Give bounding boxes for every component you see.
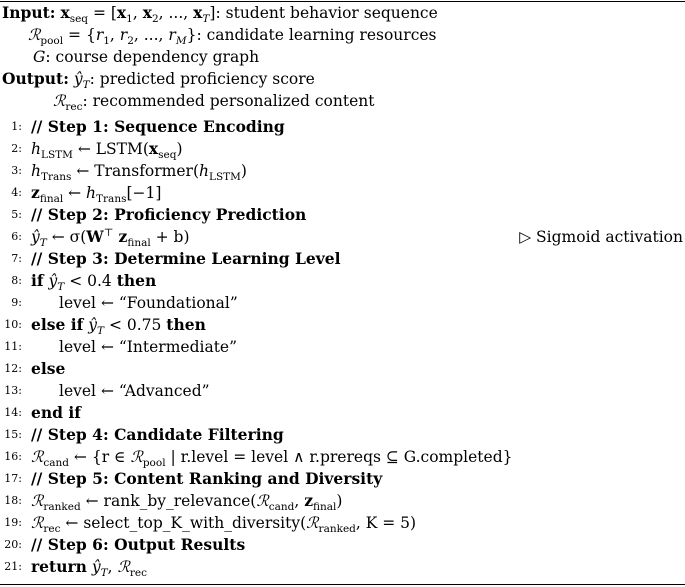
line-number: 5: bbox=[11, 208, 22, 221]
algorithm-line: 10: else if ŷT < 0.75 then bbox=[0, 314, 685, 336]
input-line-1-desc: : student behavior sequence bbox=[215, 4, 438, 22]
algorithm-line: 12: else bbox=[0, 358, 685, 380]
bottom-rule bbox=[0, 584, 685, 585]
statement: ℛrec ← select_top_K_with_diversity(ℛrank… bbox=[31, 514, 417, 536]
output-line-2: ℛrec: recommended personalized content bbox=[0, 90, 685, 112]
algorithm-line: 20: // Step 6: Output Results bbox=[0, 534, 685, 556]
input-r-pool-math: ℛpool = {r1, r2, ..., rM} bbox=[28, 26, 197, 48]
algorithm-line: 8: if ŷT < 0.4 then bbox=[0, 270, 685, 292]
algorithm-line: 5: // Step 2: Proficiency Prediction bbox=[0, 204, 685, 226]
algorithm-line: 19: ℛrec ← select_top_K_with_diversity(ℛr… bbox=[0, 512, 685, 534]
input-line-3-desc: : course dependency graph bbox=[45, 48, 260, 66]
step-comment: // Step 2: Proficiency Prediction bbox=[31, 205, 307, 224]
statement: return ŷT, ℛrec bbox=[31, 557, 147, 580]
algorithm-line: 15: // Step 4: Candidate Filtering bbox=[0, 424, 685, 446]
algorithm-line: 14: end if bbox=[0, 402, 685, 424]
algorithm-line: 3: hTrans ← Transformer(hLSTM) bbox=[0, 160, 685, 182]
line-number: 12: bbox=[4, 362, 22, 375]
line-number: 4: bbox=[11, 186, 22, 199]
line-number: 15: bbox=[4, 428, 22, 441]
algorithm-line: 16: ℛcand ← {r ∈ ℛpool | r.level = level … bbox=[0, 446, 685, 468]
statement: end if bbox=[31, 403, 81, 422]
step-comment: // Step 1: Sequence Encoding bbox=[31, 117, 285, 136]
line-number: 2: bbox=[11, 142, 22, 155]
algorithm-line: 7: // Step 3: Determine Learning Level bbox=[0, 248, 685, 270]
line-number: 18: bbox=[4, 494, 22, 507]
output-r-rec-math: ℛrec bbox=[53, 92, 83, 114]
algorithm-line: 13: level ← “Advanced” bbox=[0, 380, 685, 402]
line-number: 1: bbox=[11, 120, 22, 133]
algorithm-line: 17: // Step 5: Content Ranking and Divers… bbox=[0, 468, 685, 490]
line-number: 10: bbox=[4, 318, 22, 331]
input-line-2: ℛpool = {r1, r2, ..., rM}: candidate lea… bbox=[0, 24, 685, 46]
algorithm-line: 6: ŷT ← σ(W⊤ zfinal + b) ▷ Sigmoid activat… bbox=[0, 226, 685, 248]
statement: ℛranked ← rank_by_relevance(ℛcand, zfina… bbox=[31, 491, 343, 514]
line-number: 3: bbox=[11, 164, 22, 177]
line-number: 13: bbox=[4, 384, 22, 397]
algorithm-line: 4: zfinal ← hTrans[−1] bbox=[0, 182, 685, 204]
output-label: Output: bbox=[2, 69, 69, 88]
output-y-hat-math: ŷT bbox=[73, 70, 90, 92]
statement: zfinal ← hTrans[−1] bbox=[31, 183, 162, 206]
statement: else if ŷT < 0.75 then bbox=[31, 315, 206, 338]
step-comment: // Step 4: Candidate Filtering bbox=[31, 425, 284, 444]
algorithm-line: 11: level ← “Intermediate” bbox=[0, 336, 685, 358]
algorithm-line: 2: hLSTM ← LSTM(xseq) bbox=[0, 138, 685, 160]
step-comment: // Step 3: Determine Learning Level bbox=[31, 249, 341, 268]
statement: level ← “Foundational” bbox=[59, 294, 238, 312]
line-number: 9: bbox=[11, 296, 22, 309]
step-comment: // Step 6: Output Results bbox=[31, 535, 246, 554]
input-g-math: G bbox=[33, 48, 46, 66]
line-number: 20: bbox=[4, 538, 22, 551]
algorithm-line: 18: ℛranked ← rank_by_relevance(ℛcand, zf… bbox=[0, 490, 685, 512]
top-rule bbox=[0, 1, 685, 2]
line-comment: ▷ Sigmoid activation bbox=[519, 228, 683, 246]
input-line-3: G: course dependency graph bbox=[0, 46, 685, 68]
statement: hTrans ← Transformer(hLSTM) bbox=[31, 162, 247, 184]
line-number: 8: bbox=[11, 274, 22, 287]
line-number: 11: bbox=[4, 340, 22, 353]
line-number: 14: bbox=[4, 406, 22, 419]
statement: level ← “Advanced” bbox=[59, 382, 210, 400]
line-number: 19: bbox=[4, 516, 22, 529]
statement: hLSTM ← LSTM(xseq) bbox=[31, 139, 183, 162]
output-line-2-desc: : recommended personalized content bbox=[82, 92, 375, 110]
statement: level ← “Intermediate” bbox=[59, 338, 238, 356]
input-x-seq-math: xseq = [x1, x2, ..., xT] bbox=[60, 3, 216, 26]
line-number: 6: bbox=[11, 230, 22, 243]
input-label: Input: bbox=[2, 3, 56, 22]
statement: else bbox=[31, 359, 66, 378]
statement: ℛcand ← {r ∈ ℛpool | r.level = level ∧ r… bbox=[31, 448, 513, 470]
statement: ŷT ← σ(W⊤ zfinal + b) bbox=[31, 226, 190, 250]
line-number: 17: bbox=[4, 472, 22, 485]
input-line-2-desc: : candidate learning resources bbox=[196, 26, 437, 44]
line-number: 16: bbox=[4, 450, 22, 463]
input-line-1: Input: xseq = [x1, x2, ..., xT]: student… bbox=[0, 2, 685, 24]
algorithm-line: 21: return ŷT, ℛrec bbox=[0, 556, 685, 578]
output-line-1-desc: : predicted proficiency score bbox=[89, 70, 315, 88]
algorithm-line: 9: level ← “Foundational” bbox=[0, 292, 685, 314]
statement: if ŷT < 0.4 then bbox=[31, 271, 157, 294]
line-number: 21: bbox=[4, 560, 22, 573]
line-number: 7: bbox=[11, 252, 22, 265]
algorithm-line: 1: // Step 1: Sequence Encoding bbox=[0, 116, 685, 138]
output-line-1: Output: ŷT: predicted proficiency score bbox=[0, 68, 685, 90]
step-comment: // Step 5: Content Ranking and Diversity bbox=[31, 469, 383, 488]
